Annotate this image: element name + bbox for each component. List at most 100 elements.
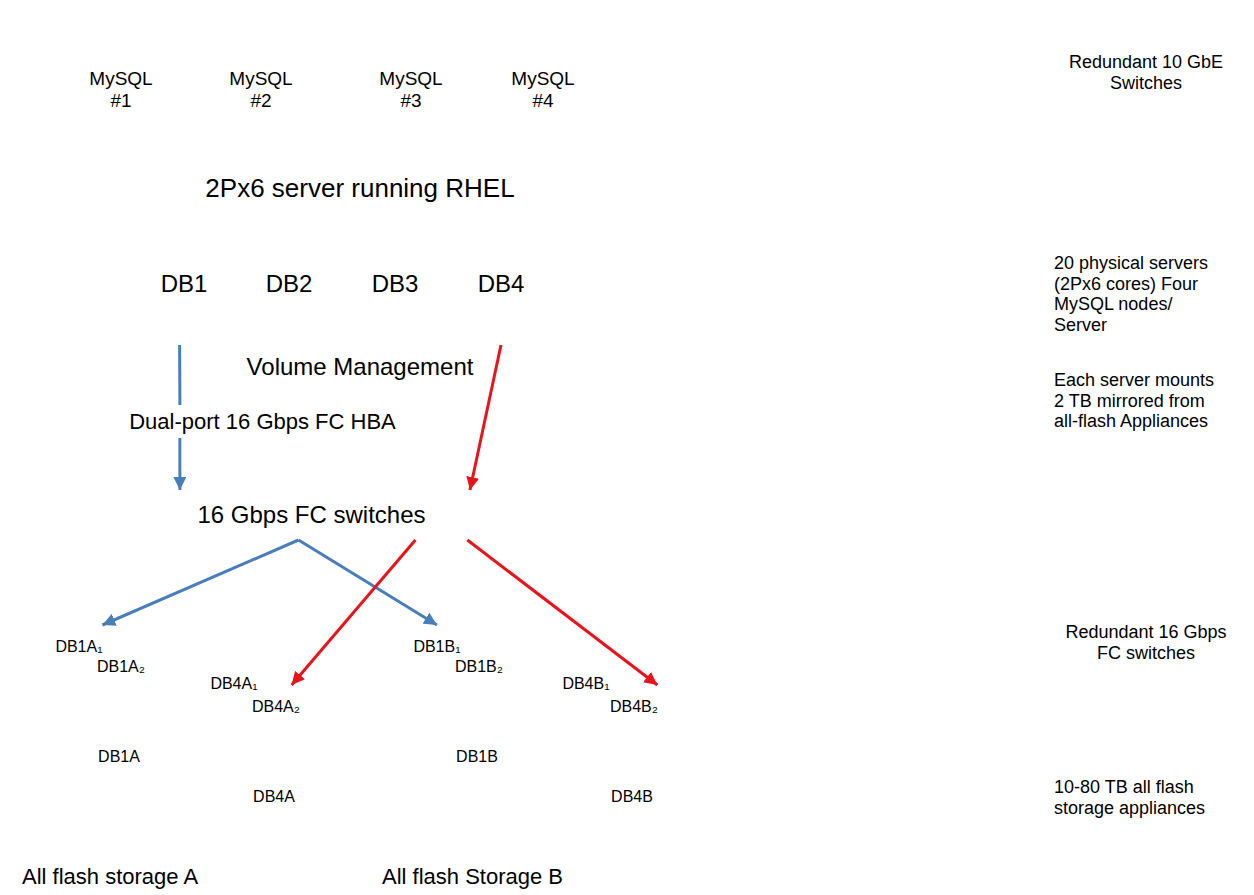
status-light bbox=[900, 347, 914, 350]
port-block bbox=[722, 47, 738, 59]
node-text: MySQL #1 bbox=[86, 68, 156, 112]
vent-line bbox=[930, 203, 1000, 204]
drive-bay bbox=[736, 265, 758, 269]
server-unit bbox=[710, 286, 1012, 311]
status-light bbox=[900, 451, 914, 454]
node-text: DB1B₂ bbox=[455, 658, 503, 676]
cylinder-body bbox=[236, 776, 312, 814]
node-text: MySQL #2 bbox=[226, 68, 296, 112]
port-block bbox=[722, 607, 738, 618]
vent-line bbox=[930, 463, 1000, 464]
mysql-instance: MySQL #2 bbox=[205, 40, 317, 140]
status-light bbox=[790, 85, 820, 89]
status-light bbox=[790, 215, 820, 219]
cylinder-body bbox=[352, 229, 438, 344]
cylinder-top bbox=[41, 626, 117, 640]
flame-stroke bbox=[982, 830, 994, 881]
status-light bbox=[900, 529, 914, 532]
drive-bay bbox=[850, 347, 890, 350]
port-block bbox=[960, 24, 992, 36]
status-light bbox=[790, 371, 820, 375]
database-cylinder: DB1 bbox=[140, 228, 228, 345]
drive-bay bbox=[850, 295, 890, 298]
node-text: All flash Storage B bbox=[382, 864, 563, 889]
server-unit bbox=[710, 156, 1012, 181]
node-text: Redundant 16 Gbps FC switches bbox=[1052, 622, 1240, 663]
zoom-line bbox=[655, 262, 704, 300]
server-unit bbox=[710, 572, 1012, 597]
node-text: DB1B bbox=[456, 748, 498, 766]
server-unit bbox=[710, 286, 1012, 311]
vent-line bbox=[930, 125, 1000, 126]
port-block bbox=[846, 607, 878, 618]
server-unit bbox=[710, 104, 1012, 129]
flame-stroke bbox=[780, 670, 792, 708]
status-light bbox=[900, 581, 914, 584]
ethernet-switch bbox=[710, 43, 1012, 63]
node-text: DB4B₁ bbox=[562, 675, 609, 693]
volume-cylinder: DB4A bbox=[235, 775, 313, 815]
vent-line bbox=[930, 177, 1000, 178]
flame-stroke bbox=[968, 721, 980, 759]
cylinder-body bbox=[246, 229, 332, 344]
flame-stroke bbox=[968, 670, 980, 708]
flame-stroke bbox=[732, 670, 744, 708]
flame-stroke bbox=[716, 775, 728, 813]
server-unit bbox=[710, 156, 1012, 181]
node-text: DB1B₁ bbox=[413, 638, 460, 656]
cylinder-top bbox=[399, 626, 475, 640]
flame-stroke bbox=[940, 830, 952, 881]
callout-outline bbox=[1025, 121, 1247, 564]
drive-bay bbox=[850, 373, 890, 376]
flash-appliance bbox=[710, 768, 1012, 816]
node-text: DB4A₁ bbox=[210, 675, 257, 693]
drive-bay bbox=[850, 113, 890, 116]
flash-appliance bbox=[710, 663, 1012, 711]
server-unit bbox=[710, 546, 1012, 571]
server-unit bbox=[710, 494, 1012, 519]
port-block bbox=[808, 629, 840, 640]
flame-stroke bbox=[748, 830, 760, 881]
callout-box: 20 physical servers (2Px6 cores) Four My… bbox=[1024, 120, 1248, 565]
drive-bay bbox=[736, 135, 758, 139]
stack-ellipsis bbox=[275, 726, 276, 775]
drive-bay bbox=[736, 499, 758, 503]
stack-ellipsis bbox=[633, 726, 634, 775]
server-unit bbox=[710, 494, 1012, 519]
vent-line bbox=[930, 359, 1000, 360]
flame-stroke bbox=[732, 721, 744, 759]
drive-bay bbox=[850, 451, 890, 454]
vent-line bbox=[930, 281, 1000, 282]
drive-bay bbox=[736, 161, 758, 165]
drive-bay bbox=[850, 243, 890, 246]
node-text: Dual-port 16 Gbps FC HBA bbox=[129, 409, 396, 434]
flame-stroke bbox=[716, 670, 728, 708]
cylinder-body bbox=[596, 686, 672, 724]
cylinder-body bbox=[441, 646, 517, 684]
status-light bbox=[790, 137, 820, 141]
flame-stroke bbox=[716, 721, 728, 759]
flame-stroke bbox=[780, 775, 792, 813]
callout-outline bbox=[1025, 736, 1247, 859]
flame-stroke bbox=[954, 721, 966, 759]
server-unit bbox=[710, 364, 1012, 389]
callout-box: Redundant 10 GbE Switches bbox=[1024, 42, 1248, 104]
callout-outline bbox=[1025, 43, 1247, 103]
flame-stroke bbox=[748, 721, 760, 759]
server-unit bbox=[710, 234, 1012, 259]
drive-bay bbox=[736, 447, 758, 451]
server-unit bbox=[710, 312, 1012, 337]
flash-appliance bbox=[710, 714, 1012, 762]
vent-line bbox=[930, 567, 1000, 568]
drive-bay bbox=[850, 503, 890, 506]
status-light bbox=[790, 267, 820, 271]
cylinder-top bbox=[352, 229, 438, 253]
status-light bbox=[900, 399, 914, 402]
drive-bay bbox=[736, 109, 758, 113]
fc-switch-box-outline bbox=[96, 491, 527, 539]
server-unit bbox=[710, 312, 1012, 337]
port-block bbox=[722, 24, 738, 36]
connector bbox=[178, 438, 181, 490]
status-light bbox=[790, 579, 820, 583]
